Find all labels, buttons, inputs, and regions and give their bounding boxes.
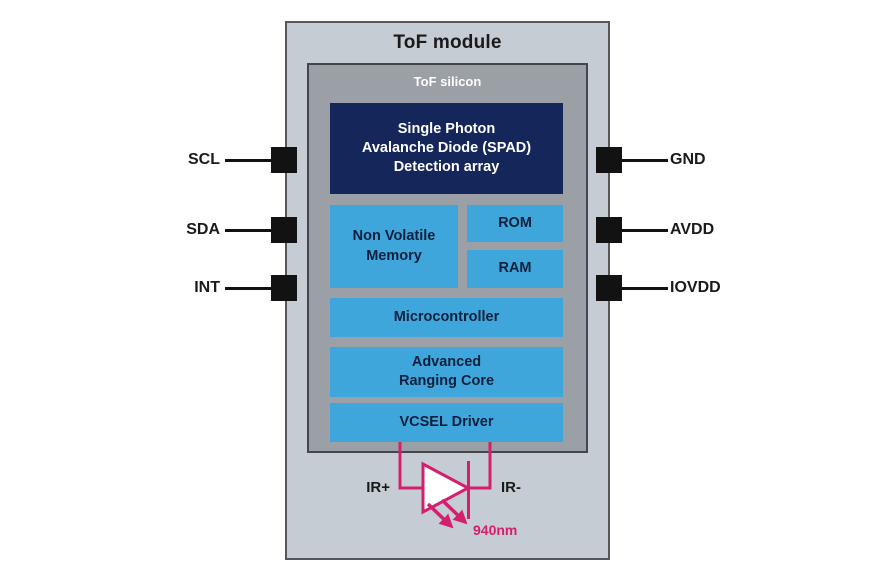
block-advanced-ranging-core: Advanced Ranging Core: [330, 347, 563, 397]
ir-plus-label: IR+: [366, 479, 390, 496]
tof-module-box: ToF module ToF silicon Single Photon Ava…: [285, 21, 610, 560]
pin-lead-scl: [225, 159, 271, 162]
pin-lead-sda: [225, 229, 271, 232]
pin-lead-avdd: [622, 229, 668, 232]
pin-label-avdd: AVDD: [670, 221, 715, 238]
block-non-volatile-memory: Non Volatile Memory: [330, 205, 458, 288]
pin-label-sda: SDA: [186, 221, 220, 238]
pin-lead-iovdd: [622, 287, 668, 290]
block-rom: ROM: [467, 205, 563, 242]
pin-label-int: INT: [194, 279, 220, 296]
pin-pad-iovdd: [596, 275, 622, 301]
block-vcsel-driver: VCSEL Driver: [330, 403, 563, 442]
block-label: RAM: [498, 260, 532, 277]
block-label-line: Ranging Core: [398, 373, 495, 389]
ir-minus-label: IR-: [501, 479, 521, 496]
pin-pad-int: [271, 275, 297, 301]
block-label-line: Avalanche Diode (SPAD): [361, 139, 532, 156]
block-label-line: Detection array: [393, 159, 500, 176]
block-label: ROM: [498, 214, 532, 231]
pin-pad-gnd: [596, 147, 622, 173]
block-label-line: Memory: [366, 247, 422, 264]
block-label-line: Non Volatile: [352, 228, 436, 245]
block-label: Microcontroller: [393, 308, 500, 325]
block-microcontroller: Microcontroller: [330, 298, 563, 337]
pin-label-iovdd: IOVDD: [670, 279, 721, 296]
pin-pad-sda: [271, 217, 297, 243]
tof-silicon-box: ToF silicon Single Photon Avalanche Diod…: [307, 63, 588, 453]
pin-lead-gnd: [622, 159, 668, 162]
silicon-title: ToF silicon: [413, 74, 482, 89]
pin-pad-avdd: [596, 217, 622, 243]
module-title: ToF module: [393, 32, 502, 53]
pin-label-scl: SCL: [188, 151, 220, 168]
pin-lead-int: [225, 287, 271, 290]
block-label: VCSEL Driver: [399, 413, 494, 430]
pin-label-gnd: GND: [670, 151, 706, 168]
block-spad-detection-array: Single Photon Avalanche Diode (SPAD) Det…: [330, 103, 563, 194]
pin-pad-scl: [271, 147, 297, 173]
block-label-line: Advanced: [411, 353, 482, 370]
wavelength-label: 940nm: [473, 522, 518, 538]
block-label-line: Single Photon: [397, 120, 496, 137]
block-ram: RAM: [467, 250, 563, 288]
